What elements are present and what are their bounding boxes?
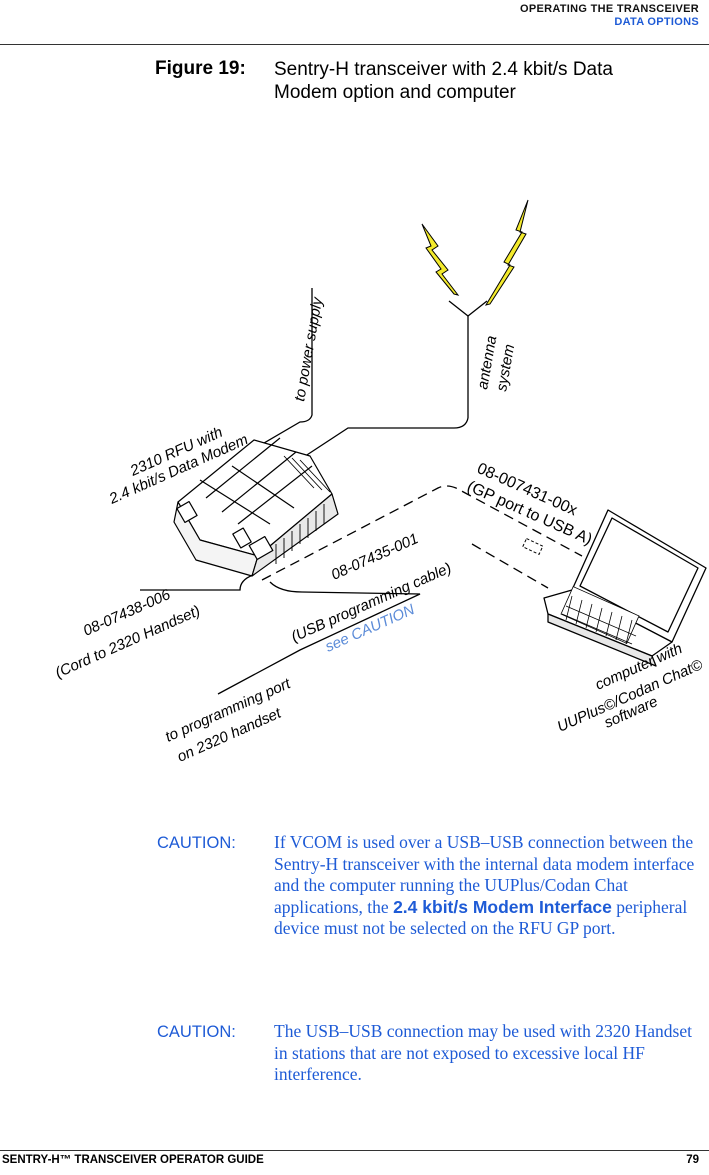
connection-diagram: to power supply antenna system 2310 RFU … bbox=[53, 199, 707, 766]
caution-label-1: CAUTION: bbox=[157, 834, 236, 852]
rfu-unit bbox=[173, 437, 339, 577]
footer-rule bbox=[0, 1150, 709, 1151]
usb-connector bbox=[522, 537, 544, 555]
caution-text-1: If VCOM is used over a USB–USB connectio… bbox=[274, 832, 706, 940]
caution-text-1-part2: peripheral device must not be selected o… bbox=[274, 896, 688, 939]
caution-text-1-part1: If VCOM is used over a USB–USB connectio… bbox=[274, 832, 695, 917]
header-subsection-title: Data options bbox=[614, 16, 699, 28]
rfu-heatsink-fins bbox=[275, 455, 331, 564]
header-rule bbox=[0, 44, 709, 45]
caution-label-2: CAUTION: bbox=[157, 1023, 236, 1041]
power-supply-label: to power supply bbox=[291, 295, 326, 403]
caution-text-1-bold: 2.4 kbit/s Modem Interface bbox=[393, 896, 612, 917]
page-number: 79 bbox=[686, 1154, 699, 1166]
figure-label: Figure 19: bbox=[155, 58, 246, 79]
handset-cord-line bbox=[140, 574, 254, 591]
caution-text-2: The USB–USB connection may be used with … bbox=[274, 1021, 693, 1084]
power-supply-line bbox=[251, 288, 313, 451]
header-section-title: Operating the transceiver bbox=[519, 3, 699, 15]
laptop-keyboard bbox=[560, 586, 640, 645]
usb-cable-label-line1: 08-07435-001 bbox=[329, 530, 421, 584]
usb-link-dashed bbox=[471, 543, 549, 589]
figure-title: Sentry-H transceiver with 2.4 kbit/s Dat… bbox=[274, 59, 613, 103]
footer-title: Sentry-H™ transceiver operator guide bbox=[2, 1154, 264, 1166]
lightning-bolt-right bbox=[484, 199, 529, 306]
gp-usb-cable bbox=[261, 485, 583, 581]
usb-programming-cable bbox=[217, 581, 421, 695]
antenna-feed-line bbox=[286, 417, 469, 469]
antenna-symbol bbox=[448, 300, 488, 418]
lightning-bolt-left bbox=[421, 223, 460, 296]
